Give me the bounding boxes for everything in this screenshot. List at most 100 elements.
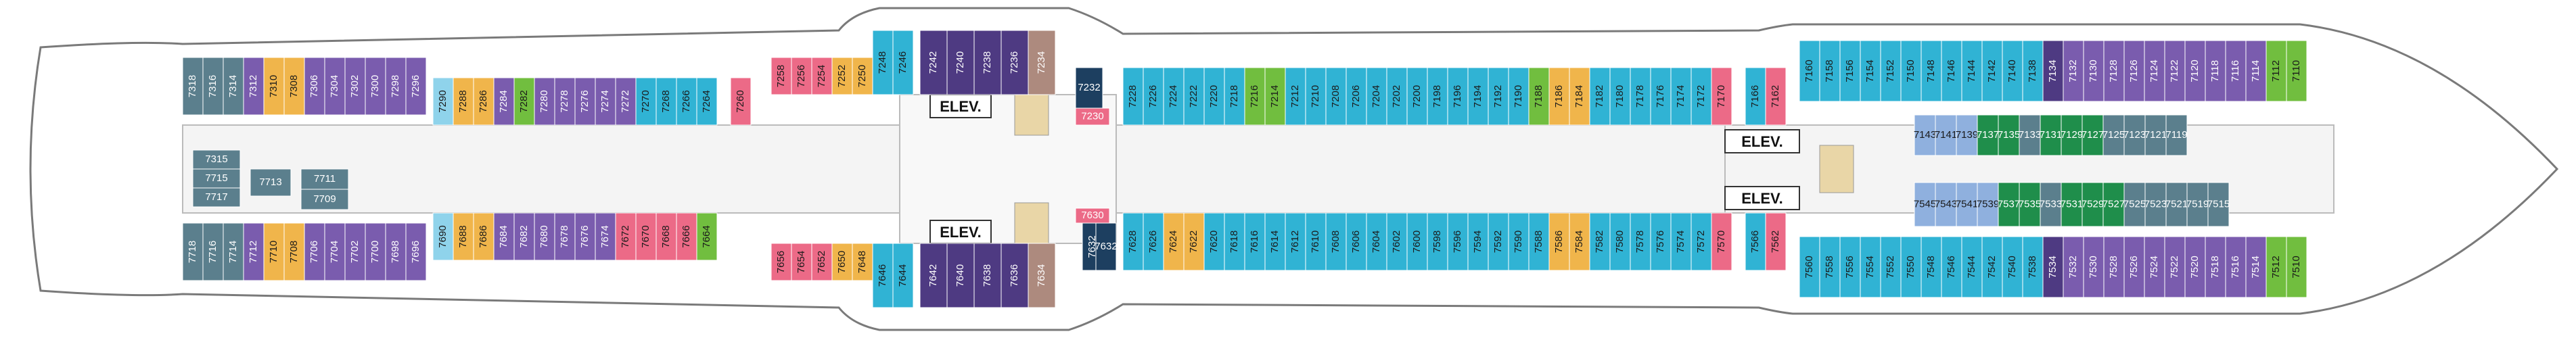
cabin[interactable]: 7718: [182, 222, 204, 281]
cabin[interactable]: 7154: [1860, 40, 1881, 102]
cabin[interactable]: 7590: [1508, 212, 1530, 271]
cabin[interactable]: 7150: [1900, 40, 1922, 102]
cabin[interactable]: 7152: [1880, 40, 1902, 102]
cabin[interactable]: 7711: [300, 168, 349, 190]
cabin[interactable]: 7548: [1920, 236, 1942, 298]
cabin[interactable]: 7135: [1998, 114, 2020, 156]
cabin[interactable]: 7710: [263, 222, 285, 281]
cabin[interactable]: 7672: [615, 212, 637, 261]
cabin[interactable]: 7310: [263, 57, 285, 116]
cabin[interactable]: 7716: [202, 222, 224, 281]
cabin[interactable]: 7550: [1900, 236, 1922, 298]
cabin[interactable]: 7312: [243, 57, 264, 116]
cabin[interactable]: 7712: [243, 222, 264, 281]
cabin[interactable]: 7254: [811, 57, 833, 95]
cabin[interactable]: 7598: [1427, 212, 1448, 271]
cabin[interactable]: 7228: [1122, 67, 1144, 126]
cabin[interactable]: 7126: [2123, 40, 2145, 102]
cabin[interactable]: 7676: [574, 212, 596, 261]
cabin[interactable]: 7260: [730, 77, 752, 126]
cabin[interactable]: 7258: [770, 57, 792, 95]
cabin[interactable]: 7539: [1977, 182, 1999, 227]
cabin[interactable]: 7127: [2082, 114, 2104, 156]
cabin[interactable]: 7216: [1244, 67, 1266, 126]
cabin[interactable]: 7131: [2040, 114, 2062, 156]
cabin[interactable]: 7654: [791, 243, 812, 281]
elevator-fwd-top[interactable]: ELEV.: [1724, 129, 1800, 153]
cabin[interactable]: 7139: [1956, 114, 1978, 156]
cabin[interactable]: 7527: [2102, 182, 2125, 227]
cabin[interactable]: 7702: [344, 222, 366, 281]
cabin[interactable]: 7538: [2022, 236, 2044, 298]
cabin[interactable]: 7140: [2002, 40, 2023, 102]
cabin[interactable]: 7642: [919, 243, 948, 308]
cabin[interactable]: 7584: [1569, 212, 1590, 271]
cabin[interactable]: 7210: [1305, 67, 1327, 126]
cabin[interactable]: 7519: [2186, 182, 2209, 227]
cabin[interactable]: 7700: [365, 222, 386, 281]
cabin[interactable]: 7644: [892, 243, 914, 308]
cabin[interactable]: 7516: [2225, 236, 2247, 298]
cabin[interactable]: 7668: [656, 212, 677, 261]
cabin[interactable]: 7534: [2042, 236, 2064, 298]
cabin[interactable]: 7318: [182, 57, 204, 116]
cabin[interactable]: 7546: [1941, 236, 1962, 298]
cabin[interactable]: 7688: [453, 212, 474, 261]
cabin[interactable]: 7158: [1819, 40, 1841, 102]
cabin[interactable]: 7124: [2144, 40, 2165, 102]
cabin[interactable]: 7264: [696, 77, 718, 126]
elevator-aft-bottom[interactable]: ELEV.: [929, 220, 992, 244]
cabin[interactable]: 7190: [1508, 67, 1530, 126]
cabin[interactable]: 7236: [1001, 30, 1029, 95]
cabin[interactable]: 7182: [1589, 67, 1611, 126]
cabin[interactable]: 7170: [1711, 67, 1732, 126]
cabin[interactable]: 7110: [2286, 40, 2307, 102]
cabin[interactable]: 7638: [973, 243, 1002, 308]
cabin[interactable]: 7268: [656, 77, 677, 126]
elevator-fwd-bottom[interactable]: ELEV.: [1724, 186, 1800, 210]
cabin[interactable]: 7612: [1285, 212, 1306, 271]
cabin[interactable]: 7682: [513, 212, 535, 261]
cabin[interactable]: 7188: [1528, 67, 1550, 126]
cabin[interactable]: 7144: [1961, 40, 1983, 102]
cabin[interactable]: 7616: [1244, 212, 1266, 271]
cabin[interactable]: 7696: [405, 222, 427, 281]
cabin[interactable]: 7709: [300, 189, 349, 210]
cabin[interactable]: 7119: [2165, 114, 2188, 156]
cabin[interactable]: 7218: [1224, 67, 1245, 126]
cabin[interactable]: 7560: [1799, 236, 1820, 298]
cabin[interactable]: 7316: [202, 57, 224, 116]
cabin[interactable]: 7114: [2245, 40, 2267, 102]
cabin[interactable]: 7224: [1163, 67, 1184, 126]
cabin[interactable]: 7138: [2022, 40, 2044, 102]
cabin[interactable]: 7130: [2083, 40, 2104, 102]
cabin[interactable]: 7160: [1799, 40, 1820, 102]
cabin[interactable]: 7576: [1650, 212, 1672, 271]
cabin[interactable]: 7180: [1609, 67, 1631, 126]
elevator-aft-top[interactable]: ELEV.: [929, 94, 992, 118]
cabin[interactable]: 7518: [2205, 236, 2226, 298]
cabin[interactable]: 7172: [1690, 67, 1712, 126]
cabin[interactable]: 7178: [1630, 67, 1651, 126]
cabin[interactable]: 7304: [324, 57, 346, 116]
cabin[interactable]: 7204: [1366, 67, 1387, 126]
cabin[interactable]: 7586: [1548, 212, 1570, 271]
cabin[interactable]: 7202: [1386, 67, 1408, 126]
cabin[interactable]: 7512: [2266, 236, 2287, 298]
cabin[interactable]: 7148: [1920, 40, 1942, 102]
cabin[interactable]: 7650: [831, 243, 853, 281]
cabin[interactable]: 7562: [1765, 212, 1787, 271]
cabin[interactable]: 7120: [2184, 40, 2206, 102]
cabin[interactable]: 7143: [1914, 114, 1936, 156]
cabin[interactable]: 7656: [770, 243, 792, 281]
cabin[interactable]: 7278: [554, 77, 576, 126]
cabin[interactable]: 7670: [635, 212, 657, 261]
cabin[interactable]: 7566: [1745, 212, 1766, 271]
cabin[interactable]: 7620: [1203, 212, 1225, 271]
cabin[interactable]: 7300: [365, 57, 386, 116]
cabin[interactable]: 7276: [574, 77, 596, 126]
cabin[interactable]: 7137: [1977, 114, 1999, 156]
cabin[interactable]: 7543: [1935, 182, 1957, 227]
cabin[interactable]: 7198: [1427, 67, 1448, 126]
cabin[interactable]: 7537: [1998, 182, 2020, 227]
